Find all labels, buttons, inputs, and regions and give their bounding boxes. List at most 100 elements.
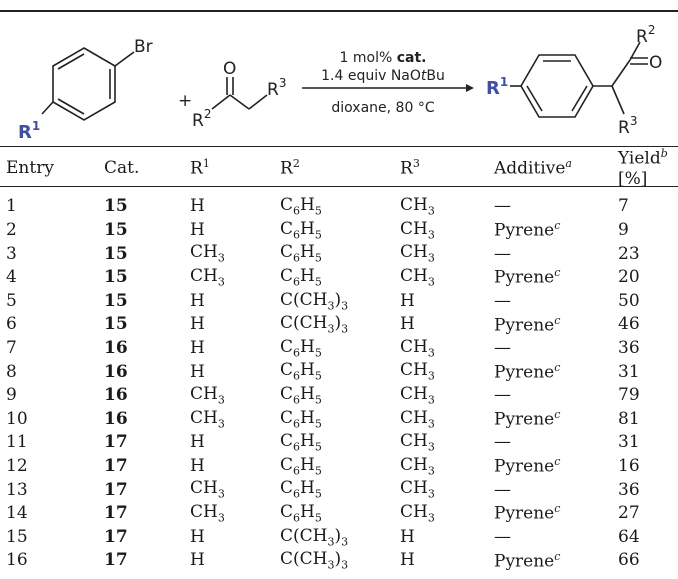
- cell-r2: C(CH3)3: [280, 549, 349, 572]
- cell-r3: H: [400, 550, 415, 571]
- cell-r2: C(CH3)3: [280, 525, 349, 548]
- cell-cat: 17: [104, 550, 128, 571]
- cell-r1: H: [190, 196, 205, 217]
- cell-cat: 15: [104, 267, 128, 288]
- cell-entry: 4: [6, 267, 17, 288]
- cell-cat: 17: [104, 432, 128, 453]
- cell-entry: 5: [6, 290, 17, 311]
- cell-r1: H: [190, 455, 205, 476]
- cell-r1: H: [190, 526, 205, 547]
- header-r3: R3: [400, 157, 420, 179]
- cell-entry: 16: [6, 550, 28, 571]
- cell-cat: 15: [104, 290, 128, 311]
- cell-r3: H: [400, 526, 415, 547]
- cell-yield: 79: [618, 385, 640, 406]
- cell-r2: C6H5: [280, 454, 322, 478]
- cell-r3: CH3: [400, 218, 435, 242]
- cell-r1: CH3: [190, 242, 225, 265]
- cell-yield: 50: [618, 290, 640, 311]
- header-r1: R1: [190, 157, 210, 179]
- cell-r2: C6H5: [280, 407, 322, 430]
- cell-cat: 15: [104, 243, 128, 264]
- cell-additive: —: [494, 243, 511, 264]
- cell-entry: 3: [6, 243, 17, 264]
- cell-r3: CH3: [400, 336, 435, 360]
- cell-entry: 7: [6, 338, 17, 359]
- header-row: Entry Cat. R1 R2 R3 Additivea Yieldb [%]: [0, 147, 678, 189]
- product-carbonyl-oxygen: O: [649, 53, 662, 73]
- product-structure: [510, 41, 648, 118]
- reaction-arrow: [302, 84, 474, 92]
- cell-yield: 7: [618, 196, 629, 217]
- cell-r2: C(CH3)3: [280, 289, 349, 313]
- cell-additive: —: [494, 196, 511, 217]
- cell-r1: CH3: [190, 478, 225, 501]
- cell-yield: 81: [618, 408, 640, 429]
- condition-solvent: dioxane, 80 °C: [331, 100, 434, 116]
- cell-r2: C6H5: [280, 360, 322, 383]
- scheme-divider: [0, 146, 678, 147]
- condition-base: 1.4 equiv NaOtBu: [321, 68, 445, 84]
- cell-r1: H: [190, 220, 205, 241]
- cell-yield: 36: [618, 479, 640, 500]
- cell-r2: C6H5: [280, 384, 322, 407]
- cell-additive: Pyrenec: [494, 407, 561, 430]
- cell-cat: 15: [104, 220, 128, 241]
- cell-r2: C6H5: [280, 501, 322, 525]
- aryl-bromide-structure: [41, 47, 135, 121]
- carbonyl-oxygen: O: [223, 59, 236, 79]
- header-rule: [0, 186, 678, 187]
- cell-r2: C6H5: [280, 431, 322, 454]
- cell-additive: Pyrenec: [494, 219, 561, 241]
- cell-additive: Pyrenec: [494, 549, 561, 572]
- cell-cat: 17: [104, 503, 128, 524]
- cell-entry: 2: [6, 220, 17, 241]
- cell-additive: Pyrenec: [494, 455, 561, 477]
- cell-r3: CH3: [400, 384, 435, 407]
- r2-label-ketone: R2: [192, 107, 211, 131]
- top-rule: [0, 10, 678, 12]
- cell-entry: 15: [6, 526, 28, 547]
- cell-yield: 9: [618, 220, 629, 241]
- header-cat: Cat.: [104, 157, 140, 178]
- cell-yield: 46: [618, 314, 640, 335]
- cell-yield: 23: [618, 243, 640, 264]
- header-entry: Entry: [6, 157, 54, 178]
- r1-label-product: R1: [486, 75, 508, 99]
- r1-label-left: R1: [18, 119, 40, 143]
- ketone-structure: [211, 77, 268, 110]
- cell-additive: —: [494, 338, 511, 359]
- cell-r1: H: [190, 290, 205, 311]
- condition-catalyst: 1 mol% cat.: [340, 50, 427, 66]
- results-table: Entry Cat. R1 R2 R3 Additivea Yieldb [%]…: [0, 147, 678, 572]
- cell-r1: H: [190, 361, 205, 382]
- cell-yield: 16: [618, 455, 640, 476]
- header-r2: R2: [280, 157, 300, 179]
- cell-cat: 17: [104, 526, 128, 547]
- cell-additive: —: [494, 479, 511, 500]
- cell-entry: 9: [6, 385, 17, 406]
- cell-entry: 1: [6, 196, 17, 217]
- cell-cat: 16: [104, 338, 128, 359]
- cell-r2: C6H5: [280, 266, 322, 289]
- header-yield: Yieldb [%]: [618, 147, 668, 189]
- cell-additive: Pyrenec: [494, 313, 561, 336]
- cell-r2: C(CH3)3: [280, 313, 349, 336]
- cell-r2: C6H5: [280, 478, 322, 501]
- plus-sign: +: [178, 91, 192, 111]
- cell-cat: 15: [104, 196, 128, 217]
- cell-entry: 6: [6, 314, 17, 335]
- cell-cat: 16: [104, 408, 128, 429]
- header-additive: Additivea: [494, 157, 572, 179]
- cell-r1: H: [190, 550, 205, 571]
